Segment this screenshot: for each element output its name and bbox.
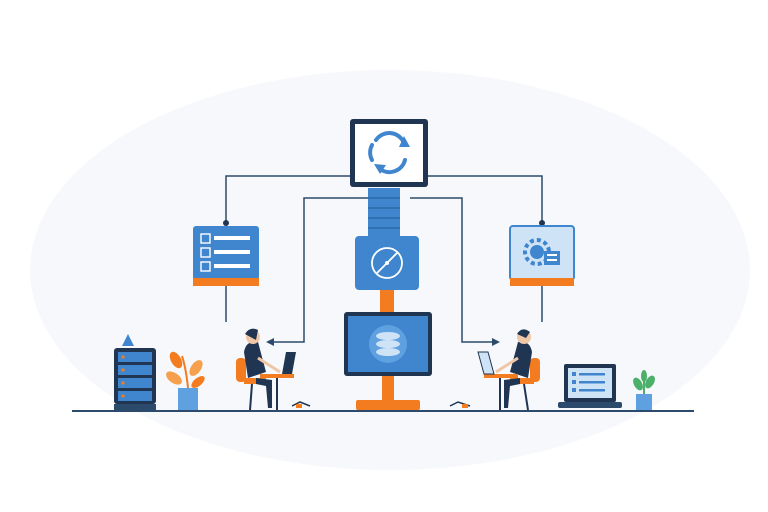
arrowheads: [266, 338, 500, 346]
connector-lines: [225, 175, 543, 343]
connector-mid-right: [410, 197, 496, 343]
right-panel: [509, 220, 575, 286]
green-plant-icon: [633, 370, 655, 410]
compass-needle-icon: [371, 247, 403, 279]
connector-top-right: [428, 175, 543, 222]
gear-settings-icon: [523, 238, 560, 266]
arrow-left: [266, 338, 274, 346]
person-right: [477, 329, 540, 411]
orange-plant-icon: [166, 351, 205, 410]
left-panel: [193, 220, 259, 286]
middle-panel: [355, 236, 419, 290]
sync-arrows-icon: [368, 131, 407, 175]
connector-top-left: [225, 175, 352, 222]
center-column: [344, 188, 432, 410]
person-left: [236, 328, 296, 411]
checklist-icon: [200, 233, 250, 272]
bottom-monitor: [344, 312, 432, 410]
top-monitor: [350, 119, 428, 187]
laptop-icon: [558, 364, 622, 408]
database-icon: [369, 325, 407, 363]
cable-left: [291, 401, 311, 408]
cable-right: [449, 401, 471, 408]
arrow-right: [492, 338, 500, 346]
server-rack-icon: [114, 334, 156, 410]
connector-mid-left: [270, 197, 370, 343]
